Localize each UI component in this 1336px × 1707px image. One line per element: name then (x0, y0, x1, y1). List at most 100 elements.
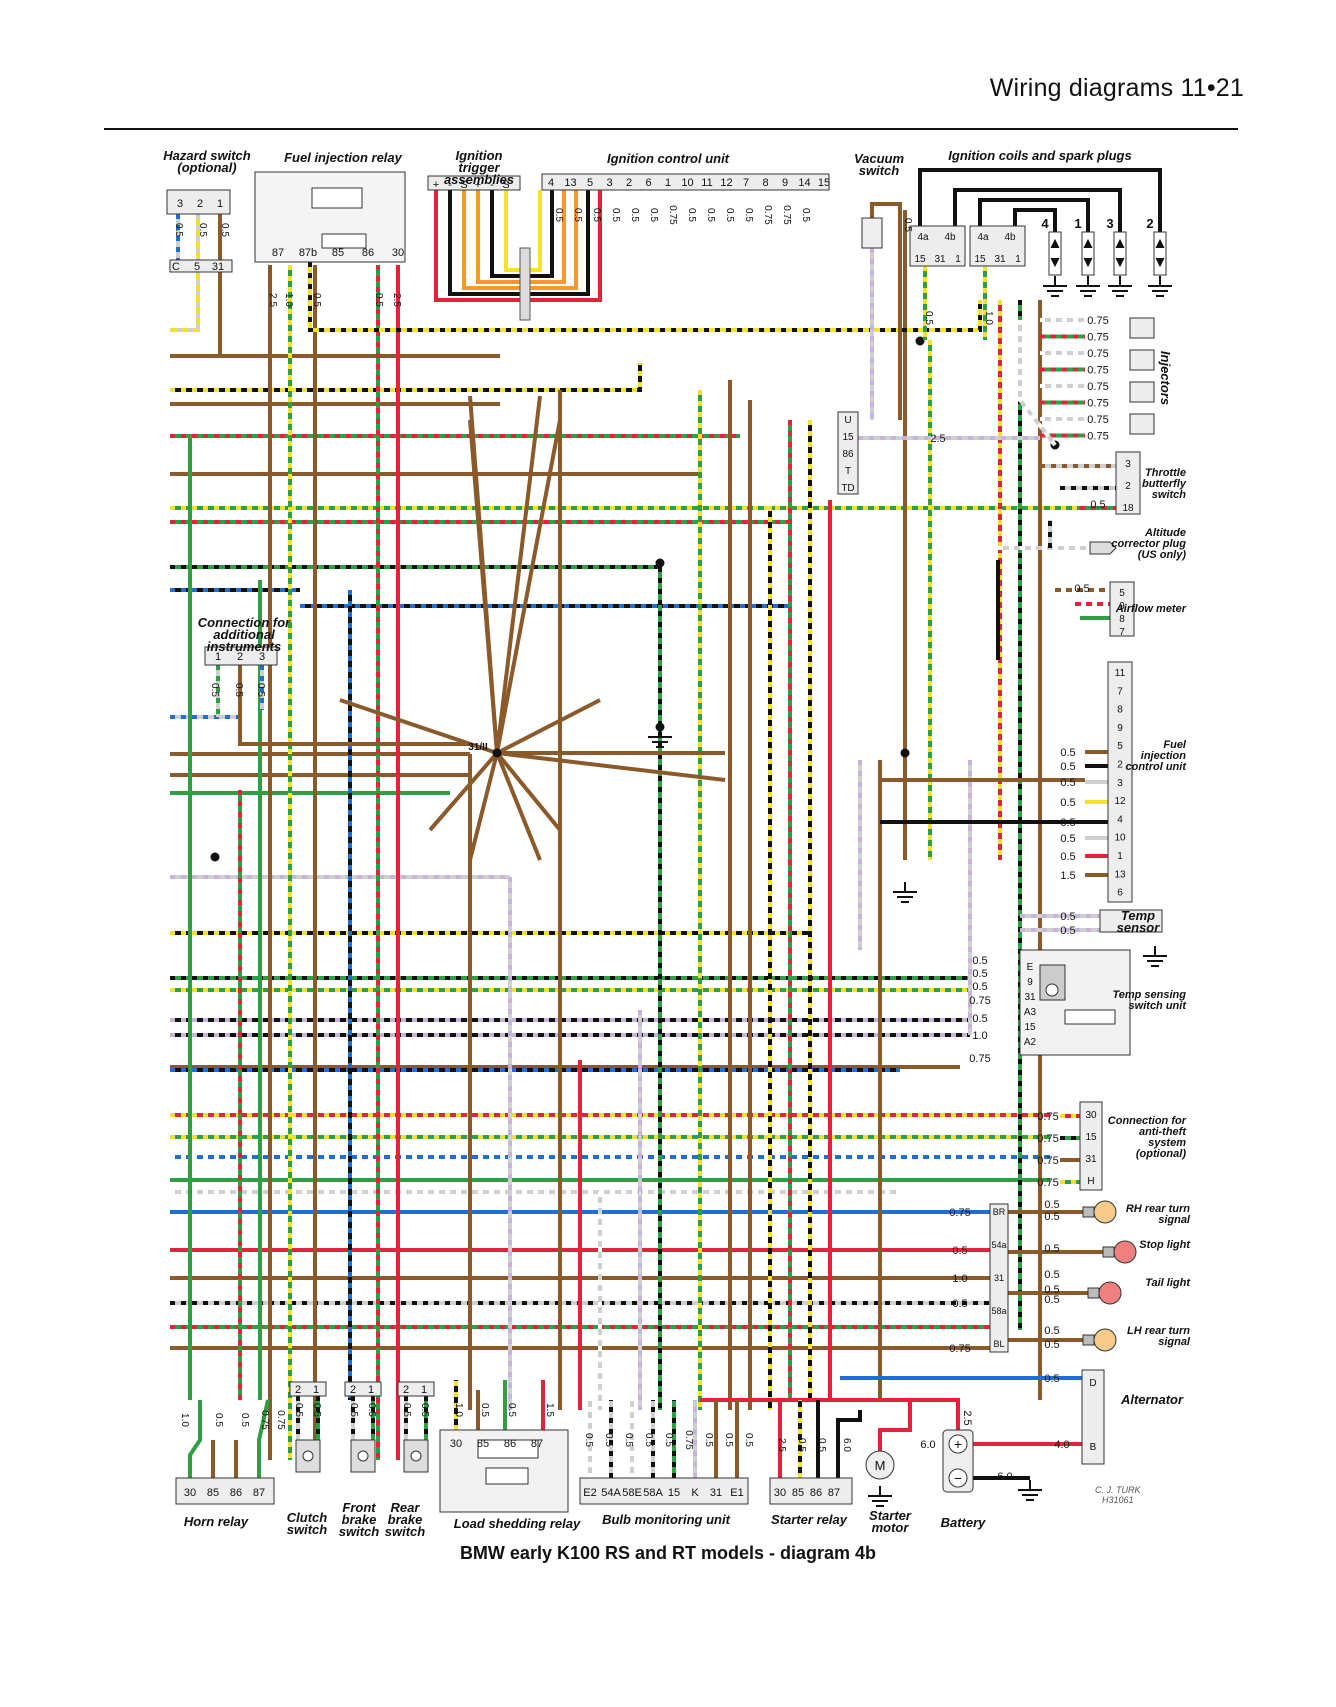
icu-pin: 1 (665, 177, 671, 189)
fuel-relay-pin: 87b (299, 247, 317, 259)
bulb-wire-size: 0.5 (1044, 1325, 1059, 1337)
vacuum-switch-label: Vacuum switch (853, 151, 905, 178)
hazard-wire-size: 0.5 (173, 223, 184, 237)
ignition-trigger-label: Ignition trigger assemblies (443, 148, 515, 187)
temp-sensing-switch-label: Temp sensing switch unit (1112, 989, 1186, 1012)
coil-2-body (969, 225, 1026, 267)
ficu-wire-size: 0.5 (1060, 851, 1075, 863)
rear-lights-pin: 31 (994, 1273, 1004, 1283)
add-instr-pin: 1 (215, 651, 221, 663)
ficu-wire-size: 1.5 (1060, 870, 1075, 882)
horn-relay-wire-size: 1.0 (179, 1413, 190, 1427)
rear-lights-pin: 58a (991, 1306, 1006, 1316)
add-instr-pin: 2 (237, 651, 243, 663)
bulb-monitor-pin: 54A (601, 1487, 621, 1499)
bulb-monitor-wire-size: 0.5 (703, 1433, 714, 1447)
starter-motor-label: Starter motor (869, 1508, 911, 1535)
relay-coil (311, 187, 363, 209)
load-relay-coil (477, 1439, 539, 1459)
ground-icon (893, 882, 917, 903)
temp-switch-pin: A2 (1024, 1037, 1037, 1048)
shield-tube (519, 247, 531, 321)
tail-light-label: Tail light (1145, 1277, 1190, 1289)
throttle-pin: 3 (1125, 459, 1131, 470)
ficu-pin: 11 (1115, 668, 1126, 679)
load-relay-wire-size: 1.5 (544, 1403, 555, 1417)
trigger-pin: - (490, 179, 494, 191)
temp-sensor-label: Temp sensor (1116, 908, 1160, 935)
bulb-wire-size: 0.5 (1044, 1199, 1059, 1211)
injector-wire-size: 0.75 (1087, 332, 1108, 344)
throttle-switch-label: Throttle butterfly switch (1142, 467, 1186, 501)
ficu-pin: 2 (1117, 760, 1123, 771)
bulb-monitor-wire-size: 0.5 (603, 1433, 614, 1447)
spark-gap-icon (1083, 238, 1093, 268)
hazard-lower-pin: C (172, 261, 180, 273)
starter-relay-body (769, 1477, 853, 1505)
temp-switch-coil (1064, 1009, 1116, 1025)
stop-light-label: Stop light (1139, 1239, 1190, 1251)
bulb-monitor-pin: E1 (730, 1487, 743, 1499)
airflow-meter-body (1109, 581, 1135, 637)
ficu-wire-size: 0.5 (1060, 761, 1075, 773)
front-brake-wire-size: 0.5 (348, 1403, 359, 1417)
alternator-wire-size: 4.0 (1054, 1439, 1069, 1451)
hazard-pin: 3 (177, 198, 183, 210)
load-relay-contacts (485, 1467, 529, 1485)
injector-4-body (1129, 413, 1155, 435)
injector-wire-size: 0.75 (1087, 398, 1108, 410)
airflow-meter-label: Airflow meter (1115, 603, 1186, 615)
icu-pin: 9 (782, 177, 788, 189)
icu-wire-size: 0.5 (800, 208, 811, 222)
temp-switch-pin: 15 (1024, 1022, 1036, 1033)
icu-pin: 6 (645, 177, 651, 189)
starter-motor-wire (878, 1400, 912, 1451)
bulb-monitor-wire-size: 0.75 (683, 1430, 694, 1450)
icu-wire-size: 0.5 (553, 208, 564, 222)
horn-relay-label: Horn relay (183, 1514, 249, 1529)
coil-1-pin: 4a (917, 232, 929, 243)
ficu-pin: 6 (1117, 888, 1123, 899)
tail-bulb-icon-base (1087, 1287, 1100, 1299)
rear-lights-pin: BR (993, 1207, 1006, 1217)
ficu-pin: 5 (1117, 741, 1123, 752)
lh-turn-bulb-icon-base (1082, 1334, 1095, 1346)
junction-fan-wire (496, 698, 601, 755)
add-instr-wire (238, 665, 470, 746)
ficu-pin: 9 (1117, 723, 1123, 734)
junction-dot (915, 336, 925, 346)
rear-lights-wire-size: 1.0 (952, 1273, 967, 1285)
horn-relay-wire-size: 0.75 (275, 1410, 286, 1430)
coil-1-body (909, 225, 966, 267)
bulb-monitor-wire-size: 0.5 (583, 1433, 594, 1447)
altitude-corrector-label: Altitude corrector plug (US only) (1111, 527, 1186, 561)
fuel-relay-pin: 30 (392, 247, 404, 259)
vacuum-wire (870, 202, 902, 420)
add-instr-pin: 3 (259, 651, 265, 663)
front-brake-connector (344, 1381, 382, 1397)
ficu-pin: 3 (1117, 778, 1123, 789)
fuel-injection-control-unit-label: Fuel injection control unit (1125, 739, 1187, 773)
bulb-monitor-pin: 15 (668, 1487, 680, 1499)
temp-sensing-switch-body (1019, 949, 1131, 1056)
bulb-wire-size: 0.5 (1044, 1294, 1059, 1306)
injector-wire-size: 0.75 (1087, 348, 1108, 360)
battery-wire-size: 6.0 (997, 1471, 1012, 1483)
starter-relay-wire-size: 2.5 (776, 1438, 787, 1452)
throttle-wire-size: 0.5 (1090, 499, 1105, 511)
battery-minus-sign: − (954, 1470, 962, 1486)
icu-wire-size: 0.75 (667, 205, 678, 225)
rear-lights-wire-size: 0.5 (952, 1298, 967, 1310)
icu-pin: 8 (762, 177, 768, 189)
connector-U-pin: T (845, 466, 851, 477)
starter-relay-pin: 87 (828, 1487, 840, 1499)
ignition-control-unit-label: Ignition control unit (606, 151, 730, 166)
starter-relay-wire-size: 0.5 (816, 1438, 827, 1452)
diagram-title: BMW early K100 RS and RT models - diagra… (459, 1543, 877, 1563)
coil-2-pin: 4b (1004, 232, 1016, 243)
injector-1-body (1129, 317, 1155, 339)
temp-switch-wire-size: 1.0 (972, 1030, 987, 1042)
junction-label: 31/II (468, 742, 488, 753)
